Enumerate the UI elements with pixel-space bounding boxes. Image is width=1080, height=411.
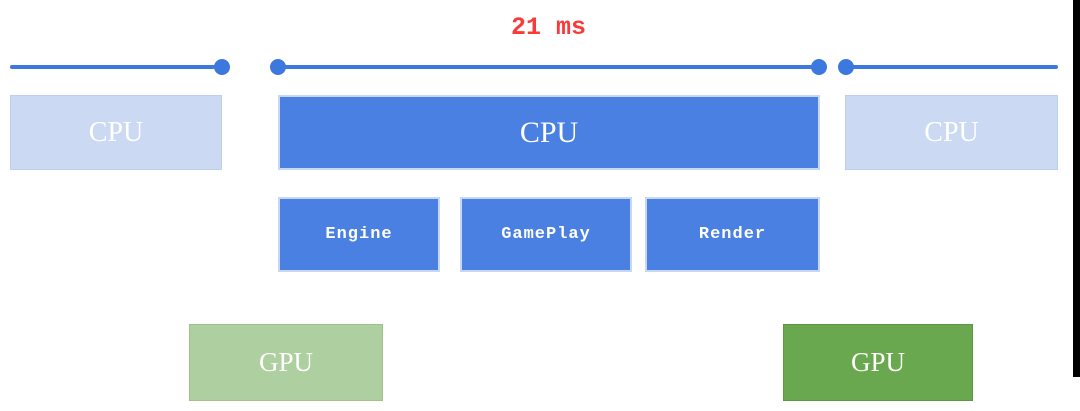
cpu-block-current-label: CPU [519,115,579,149]
frame-time-label: 21 ms [510,13,586,42]
stage-block-engine-label: Engine [325,225,393,244]
cpu-block-current: CPU [278,95,820,170]
gpu-block-previous-label: GPU [258,347,313,377]
cpu-block-next-label: CPU [924,116,979,148]
cpu-block-previous: CPU [10,95,222,170]
timeline-segment-current [278,65,819,69]
stage-block-render: Render [645,197,820,272]
timeline-dot-previous-end [214,59,230,75]
gpu-block-current: GPU [783,324,973,401]
gpu-block-current-label: GPU [850,347,905,377]
right-edge-crop-bar [1073,0,1080,377]
stage-block-render-label: Render [698,225,767,244]
stage-block-engine: Engine [278,197,440,272]
timeline-segment-previous [10,65,215,69]
cpu-block-previous-label: CPU [88,116,144,148]
cpu-block-next: CPU [845,95,1058,170]
timeline-dot-current-end [811,59,827,75]
gpu-block-previous: GPU [189,324,383,401]
stage-block-gameplay: GamePlay [460,197,632,272]
stage-block-gameplay-label: GamePlay [501,225,591,244]
timeline-segment-next [846,65,1058,69]
